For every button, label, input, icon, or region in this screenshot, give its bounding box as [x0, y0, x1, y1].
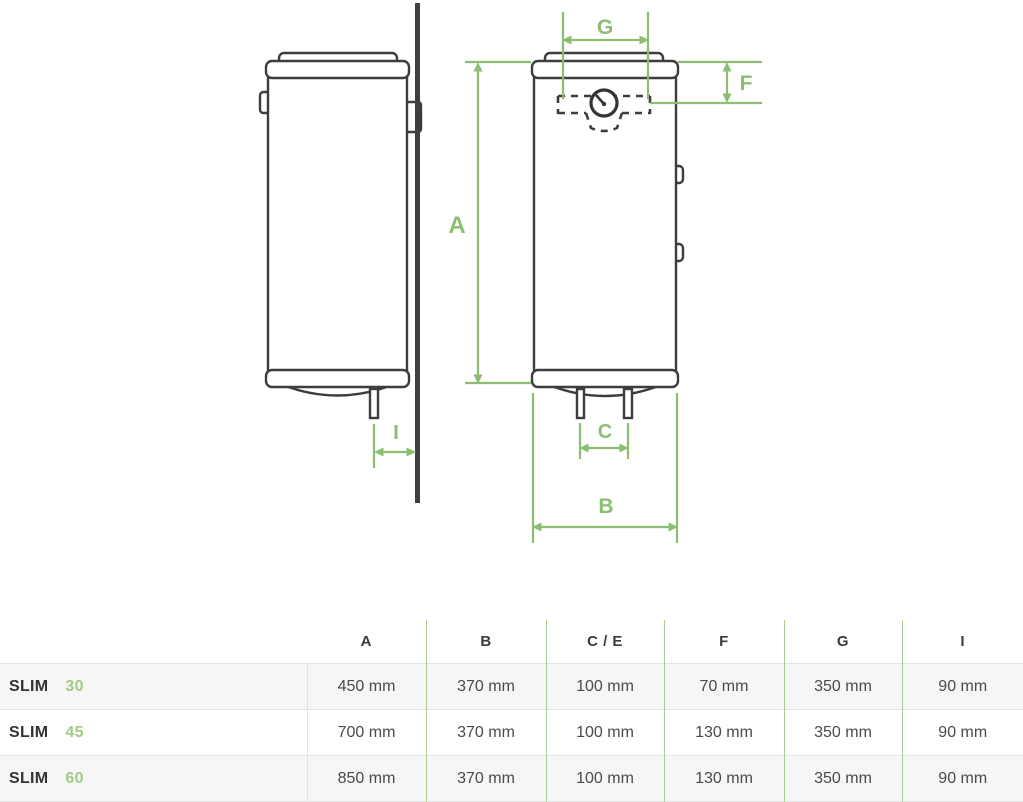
dimension-G: G [561, 12, 650, 99]
side-view [258, 51, 423, 420]
table-header-row: A B C / E F G I [0, 620, 1023, 664]
side-top-band [264, 59, 411, 80]
front-body [532, 75, 678, 373]
dimension-label-G: G [597, 16, 613, 39]
model-cell: SLIM 30 [0, 664, 307, 710]
value-cell: 90 mm [901, 663, 1023, 710]
dimension-label-I: I [393, 422, 399, 444]
dimension-I: I [372, 422, 416, 468]
model-cell: SLIM 45 [0, 710, 307, 756]
value-cell: 370 mm [425, 663, 546, 710]
value-cell: 90 mm [901, 755, 1023, 802]
front-bottom-band [530, 368, 680, 389]
value-cell: 100 mm [545, 755, 664, 802]
model-variant: 60 [65, 769, 84, 787]
side-bottom-band [264, 368, 411, 389]
front-pipe-right [622, 387, 634, 420]
side-body [266, 75, 409, 373]
header-col-A: A [307, 620, 426, 664]
value-cell: 350 mm [783, 663, 902, 710]
value-cell: 100 mm [545, 709, 664, 756]
value-cell: 450 mm [306, 663, 426, 710]
header-col-G: G [783, 620, 902, 664]
dimension-label-C: C [598, 421, 612, 443]
dimension-label-B: B [598, 495, 613, 518]
table-row-slim-60: SLIM 60 850 mm 370 mm 100 mm 130 mm 350 m… [0, 755, 1023, 802]
table-row-slim-30: SLIM 30 450 mm 370 mm 100 mm 70 mm 350 mm… [0, 663, 1023, 710]
dimension-label-A: A [448, 212, 465, 239]
header-col-CE: C / E [545, 620, 664, 664]
value-cell: 100 mm [545, 663, 664, 710]
front-view [530, 51, 685, 420]
dimensions-spec-table: A B C / E F G I SLIM 30 450 mm 370 mm 100… [0, 620, 1023, 802]
value-cell: 350 mm [783, 755, 902, 802]
value-cell: 700 mm [306, 709, 426, 756]
value-cell: 90 mm [901, 709, 1023, 756]
dimension-A: A [448, 60, 531, 385]
dimension-C: C [578, 421, 630, 459]
value-cell: 370 mm [425, 709, 546, 756]
value-cell: 850 mm [306, 755, 426, 802]
temperature-gauge-icon [589, 88, 619, 118]
header-col-F: F [663, 620, 784, 664]
value-cell: 130 mm [663, 709, 784, 756]
model-name: SLIM [9, 769, 49, 787]
model-variant: 30 [65, 677, 84, 695]
front-top-band [530, 59, 680, 80]
table-row-slim-45: SLIM 45 700 mm 370 mm 100 mm 130 mm 350 m… [0, 709, 1023, 756]
header-col-I: I [901, 620, 1023, 664]
value-cell: 130 mm [663, 755, 784, 802]
wall-line [415, 3, 420, 503]
dimension-B: B [531, 393, 679, 543]
model-name: SLIM [9, 677, 49, 695]
model-variant: 45 [65, 723, 84, 741]
value-cell: 350 mm [783, 709, 902, 756]
value-cell: 70 mm [663, 663, 784, 710]
value-cell: 370 mm [425, 755, 546, 802]
dimension-F: F [650, 60, 762, 105]
dimension-label-F: F [740, 72, 753, 95]
model-cell: SLIM 60 [0, 756, 307, 802]
header-model-column [0, 620, 307, 664]
side-pipe [368, 387, 380, 420]
front-pipe-left [575, 387, 586, 420]
header-col-B: B [425, 620, 546, 664]
water-heater-dimension-diagram: A G F C B [258, 3, 762, 543]
model-name: SLIM [9, 723, 49, 741]
